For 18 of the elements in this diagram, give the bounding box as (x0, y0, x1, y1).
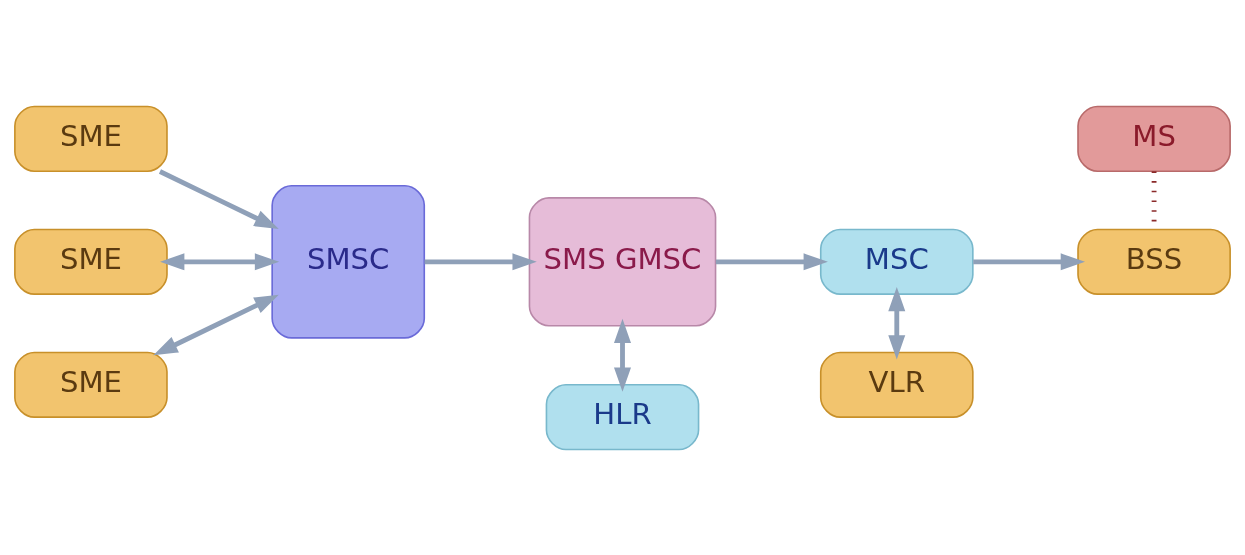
arrow (888, 286, 906, 359)
arrow (715, 252, 828, 270)
node-box: MS (1077, 105, 1231, 172)
arrow (153, 294, 279, 355)
node-box: SME (14, 351, 168, 418)
node-box: VLR (819, 351, 974, 418)
node-box: SME (14, 105, 168, 172)
arrow (614, 318, 631, 392)
arrow (424, 252, 537, 270)
arrow (160, 252, 280, 270)
node-box: SMS GMSC (528, 196, 717, 327)
node-box: SMSC (271, 184, 426, 339)
arrow (973, 252, 1086, 270)
node-box: MSC (819, 228, 974, 295)
node-box: HLR (545, 383, 700, 450)
node-box: SME (14, 228, 168, 295)
arrow (158, 168, 279, 229)
node-box: BSS (1077, 228, 1231, 295)
